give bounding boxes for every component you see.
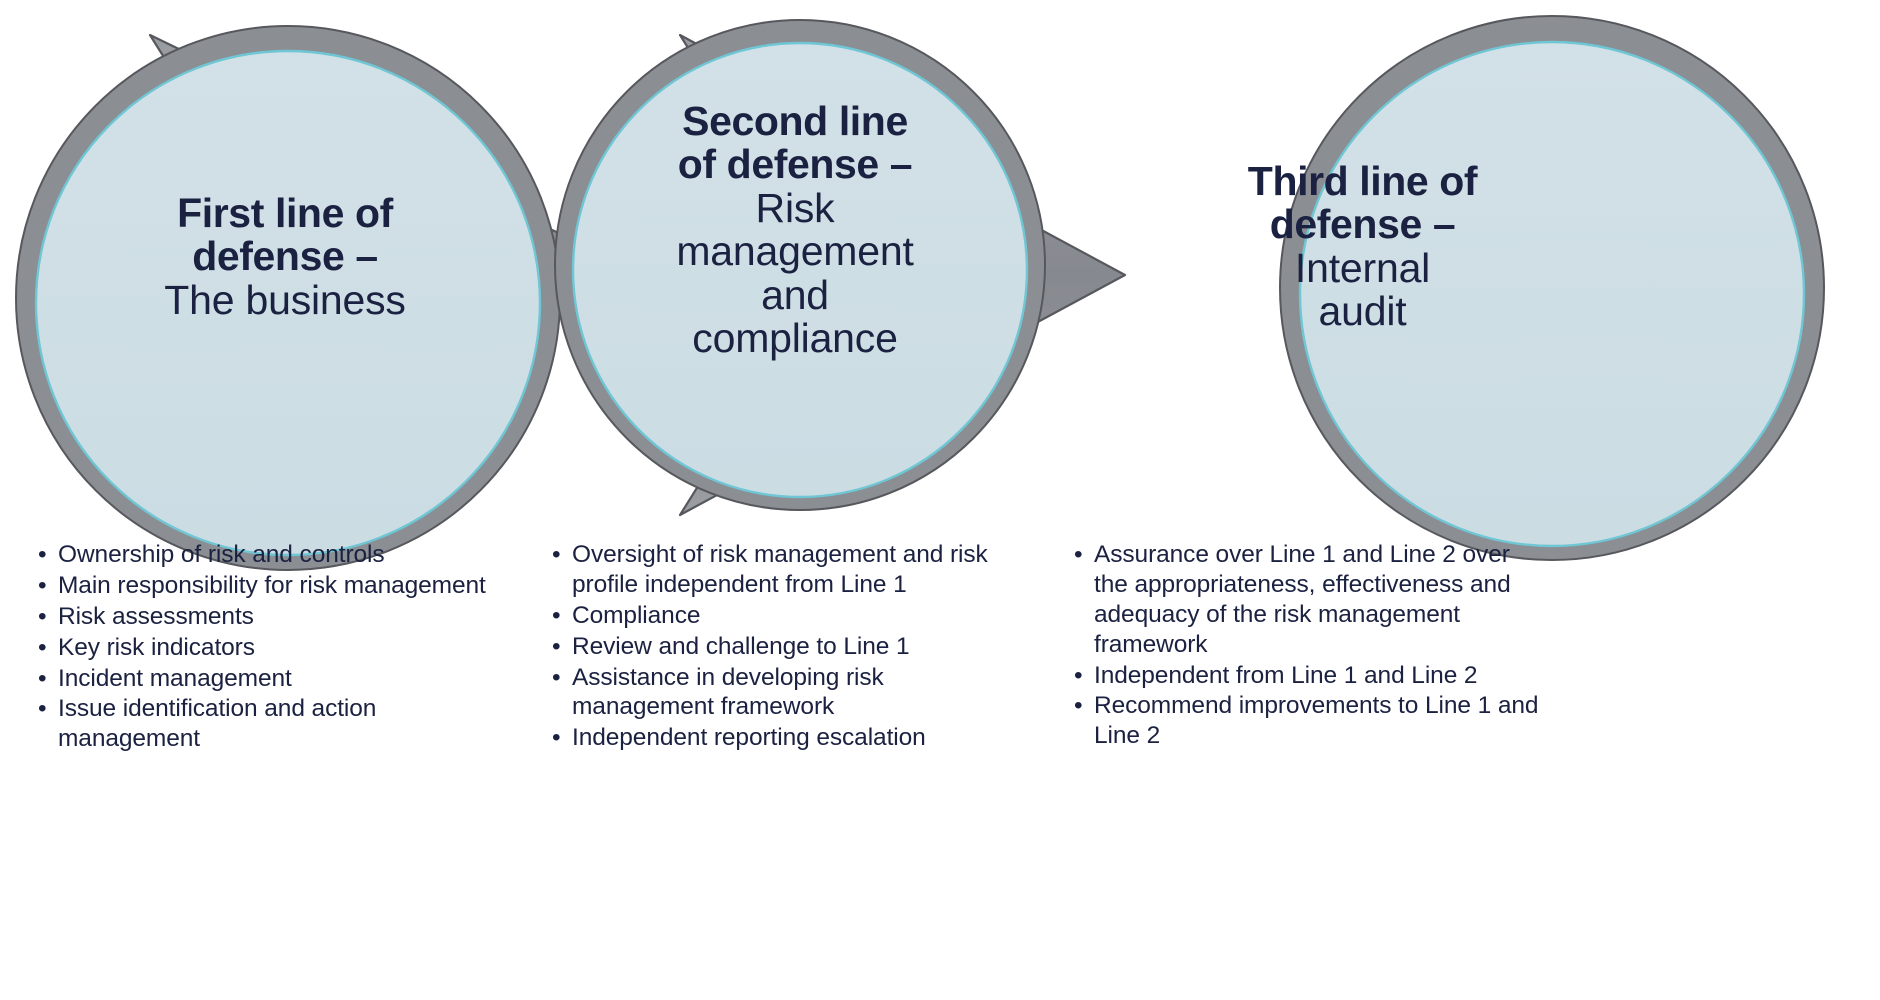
list-item: • Main responsibility for risk management — [36, 571, 506, 601]
list-item: • Assurance over Line 1 and Line 2 over t… — [1072, 540, 1542, 660]
list-item: • Ownership of risk and controls — [36, 540, 506, 570]
bullet-dot-icon: • — [38, 664, 47, 692]
list-item-text: Review and challenge to Line 1 — [572, 632, 910, 660]
bullet-dot-icon: • — [1074, 692, 1083, 720]
list-item-text: Main responsibility for risk management — [58, 571, 486, 599]
list-item-text: Key risk indicators — [58, 633, 255, 661]
list-item-text: Assurance over Line 1 and Line 2 over th… — [1094, 541, 1511, 658]
list-item-text: Compliance — [572, 601, 701, 629]
bullet-dot-icon: • — [552, 601, 561, 629]
list-item-text: Risk assessments — [58, 602, 254, 630]
list-item-text: Issue identification and action manageme… — [58, 695, 377, 753]
bullet-dot-icon: • — [552, 541, 561, 568]
bullet-list: • Ownership of risk and controls • Main re… — [36, 540, 506, 754]
bullet-column-first-line: • Ownership of risk and controls • Main re… — [36, 540, 506, 755]
list-item: • Recommend improvements to Line 1 and Li… — [1072, 691, 1542, 751]
bullet-list: • Assurance over Line 1 and Line 2 over t… — [1072, 540, 1542, 751]
list-item-text: Independent from Line 1 and Line 2 — [1094, 661, 1478, 689]
bullet-dot-icon: • — [38, 602, 47, 630]
list-item: • Issue identification and action managem… — [36, 694, 506, 754]
list-item: • Risk assessments — [36, 602, 506, 632]
bullet-column-second-line: • Oversight of risk management and risk p… — [550, 540, 1030, 754]
bullet-dot-icon: • — [1074, 661, 1083, 689]
list-item-text: Recommend improvements to Line 1 and Lin… — [1094, 692, 1539, 750]
list-item: • Independent from Line 1 and Line 2 — [1072, 661, 1542, 691]
list-item-text: Ownership of risk and controls — [58, 541, 385, 568]
stage-circle-first-line[interactable] — [15, 25, 561, 571]
list-item: • Incident management — [36, 664, 506, 694]
stage-circle-third-line[interactable] — [1279, 15, 1825, 561]
three-lines-of-defense-graphic — [15, 15, 1825, 571]
bullet-dot-icon: • — [552, 663, 561, 691]
list-item: • Oversight of risk management and risk p… — [550, 540, 1030, 600]
stage-circle-second-line[interactable] — [554, 19, 1046, 511]
bullet-dot-icon: • — [552, 632, 561, 660]
list-item: • Compliance — [550, 601, 1030, 631]
list-item: • Review and challenge to Line 1 — [550, 632, 1030, 662]
list-item-text: Oversight of risk management and risk pr… — [572, 541, 988, 598]
bullet-dot-icon: • — [38, 695, 47, 723]
list-item-text: Independent reporting escalation — [572, 724, 926, 752]
bullet-dot-icon: • — [1074, 541, 1083, 568]
bullet-dot-icon: • — [38, 571, 47, 599]
bullet-dot-icon: • — [552, 724, 561, 752]
list-item-text: Assistance in developing risk management… — [572, 663, 884, 721]
list-item: • Independent reporting escalation — [550, 723, 1030, 753]
list-item: • Assistance in developing risk managemen… — [550, 663, 1030, 723]
bullet-dot-icon: • — [38, 633, 47, 661]
list-item: • Key risk indicators — [36, 633, 506, 663]
bullet-dot-icon: • — [38, 541, 47, 568]
bullet-column-third-line: • Assurance over Line 1 and Line 2 over t… — [1072, 540, 1542, 752]
list-item-text: Incident management — [58, 664, 292, 692]
bullet-list: • Oversight of risk management and risk p… — [550, 540, 1030, 753]
